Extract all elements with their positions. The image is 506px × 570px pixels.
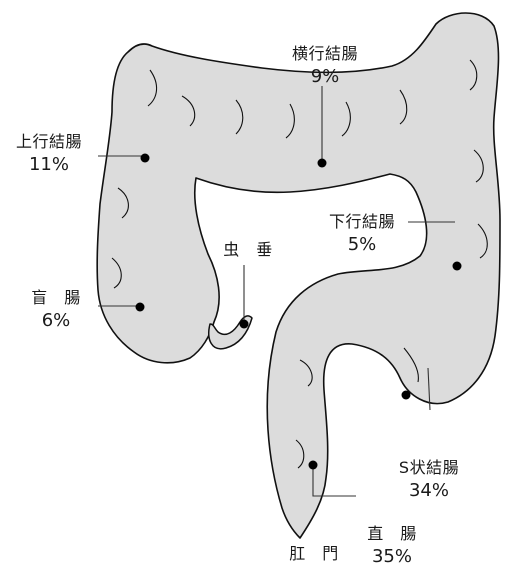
dot-cecum xyxy=(136,303,145,312)
label-cecum: 盲 腸 6% xyxy=(18,288,94,333)
dot-sigmoid xyxy=(402,391,411,400)
label-appendix: 虫 垂 xyxy=(210,240,286,260)
transverse-name: 横行結腸 xyxy=(280,44,370,64)
dot-transverse xyxy=(318,159,327,168)
label-descending: 下行結腸 5% xyxy=(318,212,406,257)
cecum-name: 盲 腸 xyxy=(18,288,94,308)
rectum-name: 直 腸 xyxy=(354,524,430,544)
sigmoid-name: S状結腸 xyxy=(384,458,474,478)
transverse-percent: 9% xyxy=(280,66,370,89)
rectum-percent: 35% xyxy=(354,546,430,569)
dot-descending xyxy=(453,262,462,271)
ascending-percent: 11% xyxy=(6,154,92,177)
dot-ascending xyxy=(141,154,150,163)
sigmoid-percent: 34% xyxy=(384,480,474,503)
label-sigmoid: S状結腸 34% xyxy=(384,458,474,503)
label-transverse: 横行結腸 9% xyxy=(280,44,370,89)
descending-percent: 5% xyxy=(318,234,406,257)
label-anus: 肛 門 xyxy=(278,544,350,564)
anus-name: 肛 門 xyxy=(278,544,350,564)
descending-name: 下行結腸 xyxy=(318,212,406,232)
dot-appendix xyxy=(240,320,249,329)
appendix-name: 虫 垂 xyxy=(210,240,286,260)
cecum-percent: 6% xyxy=(18,310,94,333)
label-ascending: 上行結腸 11% xyxy=(6,132,92,177)
dot-rectum xyxy=(309,461,318,470)
ascending-name: 上行結腸 xyxy=(6,132,92,152)
label-rectum: 直 腸 35% xyxy=(354,524,430,569)
